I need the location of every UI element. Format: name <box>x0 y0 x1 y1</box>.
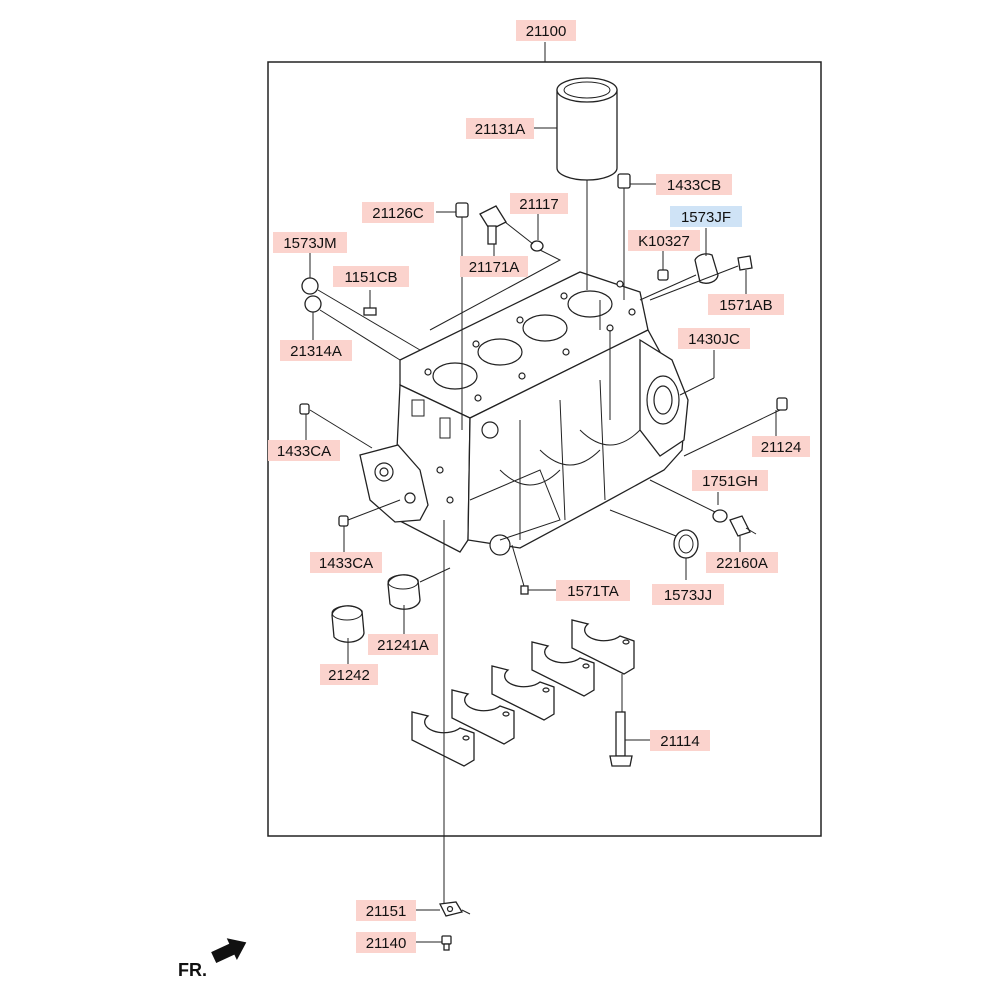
label-21126c: 21126C <box>362 202 434 223</box>
svg-text:1573JM: 1573JM <box>283 235 336 252</box>
svg-text:21117: 21117 <box>519 196 559 213</box>
label-k10327: K10327 <box>628 230 700 251</box>
svg-text:1433CA: 1433CA <box>277 443 331 460</box>
bearing-21242 <box>331 605 365 643</box>
label-21151: 21151 <box>356 900 416 921</box>
label-21314a: 21314A <box>280 340 352 361</box>
label-1433cb: 1433CB <box>656 174 732 195</box>
label-1751gh: 1751GH <box>692 470 768 491</box>
label-21114: 21114 <box>650 730 710 751</box>
svg-text:FR.: FR. <box>178 960 207 980</box>
bracket-21151 <box>439 901 471 917</box>
svg-text:21242: 21242 <box>328 667 370 684</box>
label-21117: 21117 <box>510 193 568 214</box>
label-21131a: 21131A <box>466 118 534 139</box>
bolt-21140 <box>441 935 452 951</box>
oil-pressure-sensor <box>729 515 757 537</box>
svg-text:1433CA: 1433CA <box>319 555 373 572</box>
svg-text:1433CB: 1433CB <box>667 177 721 194</box>
label-21140: 21140 <box>356 932 416 953</box>
label-21100: 21100 <box>516 20 576 41</box>
svg-text:21126C: 21126C <box>372 205 424 222</box>
main-bearing-caps <box>411 619 635 767</box>
svg-text:21100: 21100 <box>526 23 567 40</box>
dowel-21124 <box>776 397 788 411</box>
label-1433ca-upper: 1433CA <box>268 440 340 461</box>
svg-text:K10327: K10327 <box>638 233 690 250</box>
svg-text:1430JC: 1430JC <box>688 331 740 348</box>
label-22160a: 22160A <box>706 552 778 573</box>
label-1433ca-lower: 1433CA <box>310 552 382 573</box>
washer-1751gh <box>712 509 728 523</box>
svg-text:21151: 21151 <box>366 903 407 920</box>
label-21242: 21242 <box>320 664 378 685</box>
o-ring-21117 <box>530 240 544 252</box>
front-arrow-icon <box>211 938 247 964</box>
label-1430jc: 1430JC <box>678 328 750 349</box>
dowel-1433ca-upper <box>299 403 310 415</box>
label-21171a: 21171A <box>460 256 528 277</box>
label-1571ab: 1571AB <box>708 294 784 315</box>
svg-text:1571TA: 1571TA <box>567 583 618 600</box>
label-21241a: 21241A <box>368 634 438 655</box>
plug-1571ta <box>520 585 529 595</box>
seal-1573jj <box>673 529 699 559</box>
thrust-bearing-21241a <box>387 574 421 610</box>
svg-text:21131A: 21131A <box>475 121 526 138</box>
pin-21126c <box>455 202 469 218</box>
svg-text:21314A: 21314A <box>290 343 342 360</box>
plug-1573jm <box>301 277 319 295</box>
svg-text:21114: 21114 <box>660 733 700 750</box>
svg-text:22160A: 22160A <box>716 555 768 572</box>
label-21124: 21124 <box>752 436 810 457</box>
svg-text:21140: 21140 <box>366 935 407 952</box>
cap-k10327 <box>657 269 669 281</box>
stud-1151cb <box>363 307 377 316</box>
svg-text:21171A: 21171A <box>469 259 520 276</box>
plug-1571ab <box>737 255 753 271</box>
svg-text:1151CB: 1151CB <box>344 269 397 286</box>
cylinder-block <box>359 271 689 556</box>
dowel-pin-top <box>617 173 631 189</box>
svg-text:1751GH: 1751GH <box>702 473 758 490</box>
dowel-1433ca-lower <box>338 515 349 527</box>
label-1571ta: 1571TA <box>556 580 630 601</box>
plug-21314a <box>304 295 322 313</box>
svg-text:1573JF: 1573JF <box>681 209 731 226</box>
svg-text:1571AB: 1571AB <box>719 297 772 314</box>
svg-text:21124: 21124 <box>761 439 802 456</box>
label-1573jf: 1573JF <box>670 206 742 227</box>
label-1151cb: 1151CB <box>333 266 409 287</box>
front-direction-indicator: FR. <box>178 938 247 980</box>
oil-jet-nozzle <box>479 205 507 245</box>
seal-1573jf <box>694 253 719 284</box>
label-1573jm: 1573JM <box>273 232 347 253</box>
label-1573jj: 1573JJ <box>652 584 724 605</box>
svg-text:21241A: 21241A <box>377 637 429 654</box>
cylinder-liner <box>556 77 618 181</box>
svg-text:1573JJ: 1573JJ <box>664 587 712 604</box>
bearing-cap-bolt <box>609 711 633 767</box>
